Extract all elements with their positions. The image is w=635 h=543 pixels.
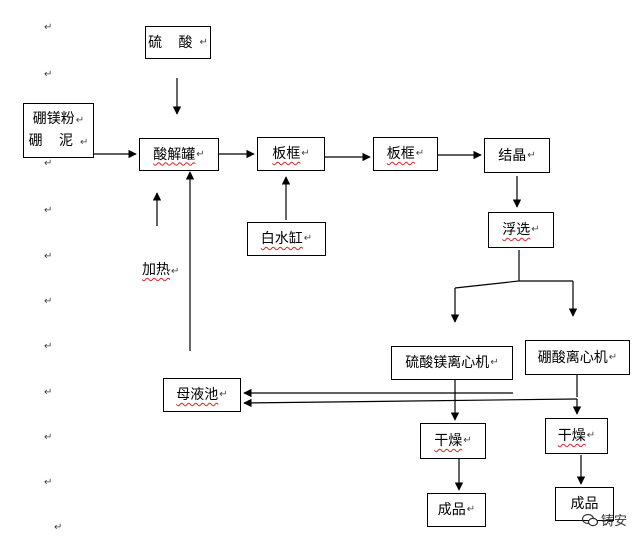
paragraph-mark: ↵ xyxy=(75,114,85,126)
filter-press-1-box: 板框↵ xyxy=(257,137,325,171)
boron-mud-label: 硼 泥 xyxy=(28,132,80,149)
heating-note: 加热↵ xyxy=(142,259,179,279)
mgso4-centrifuge-box: 硫酸镁离心机↵ xyxy=(391,346,513,380)
crystallization-box: 结晶↵ xyxy=(484,138,550,173)
connector-split-left xyxy=(454,250,520,289)
dryer-1-box: 干燥↵ xyxy=(420,423,486,459)
paragraph-mark: ↵ xyxy=(415,148,425,159)
paragraph-mark: ↵ xyxy=(44,158,53,169)
paragraph-mark: ↵ xyxy=(54,522,63,533)
product-2-label: 成品 xyxy=(570,496,599,512)
paragraph-mark: ↵ xyxy=(199,36,208,48)
paragraph-mark: ↵ xyxy=(490,357,499,368)
paragraph-mark: ↵ xyxy=(219,389,228,400)
acid-tank-label: 酸解罐 xyxy=(153,146,196,163)
boric-centrifuge-label: 硼酸离心机 xyxy=(537,349,608,366)
paragraph-mark: ↵ xyxy=(301,148,310,159)
paragraph-mark: ↵ xyxy=(171,266,180,277)
filter-press-1-label: 板框 xyxy=(272,146,301,162)
watermark-text: 铸安 xyxy=(600,514,627,529)
paragraph-mark: ↵ xyxy=(527,149,536,161)
mother-liquor-pool-label: 母液池 xyxy=(176,387,219,403)
sulfuric-acid-box: 硫 酸↵ xyxy=(145,26,211,59)
boric-centrifuge-box: 硼酸离心机↵ xyxy=(525,340,630,375)
product-1-label: 成品 xyxy=(437,502,466,518)
dryer-2-box: 干燥↵ xyxy=(545,418,608,454)
mgso4-centrifuge-label: 硫酸镁离心机 xyxy=(405,355,490,371)
paragraph-mark: ↵ xyxy=(196,148,205,160)
paragraph-mark: ↵ xyxy=(44,22,53,33)
flotation-label: 浮选 xyxy=(502,222,531,238)
wechat-icon xyxy=(581,513,598,526)
paragraph-mark: ↵ xyxy=(44,69,53,80)
paragraph-mark: ↵ xyxy=(44,296,53,307)
paragraph-mark: ↵ xyxy=(44,432,53,443)
watermark: 铸安 xyxy=(581,510,627,529)
paragraph-mark: ↵ xyxy=(44,341,53,352)
paragraph-mark: ↵ xyxy=(44,387,53,398)
dryer-1-label: 干燥 xyxy=(434,433,463,449)
white-water-tank-box: 白水缸↵ xyxy=(247,222,326,256)
filter-press-2-label: 板框 xyxy=(386,146,415,162)
dryer-2-label: 干燥 xyxy=(557,428,586,444)
paragraph-mark: ↵ xyxy=(44,205,53,216)
paragraph-mark: ↵ xyxy=(463,435,472,446)
paragraph-mark: ↵ xyxy=(80,136,89,148)
paragraph-mark: ↵ xyxy=(44,477,53,488)
arrow-boric-to-pool xyxy=(243,398,578,408)
sulfuric-acid-label: 硫 酸 xyxy=(148,34,199,51)
feed-materials-box: 硼镁粉↵ 硼 泥↵ xyxy=(23,103,94,158)
acid-hydrolysis-tank-box: 酸解罐↵ xyxy=(139,138,219,171)
heating-label: 加热 xyxy=(142,262,170,278)
paragraph-mark: ↵ xyxy=(531,224,540,235)
paragraph-mark: ↵ xyxy=(466,504,476,515)
flotation-box: 浮选↵ xyxy=(488,212,554,248)
filter-press-2-box: 板框↵ xyxy=(373,137,438,171)
paragraph-mark: ↵ xyxy=(303,233,313,244)
boron-mag-powder-label: 硼镁粉 xyxy=(32,110,75,127)
paragraph-mark: ↵ xyxy=(44,251,53,262)
product-1-box: 成品↵ xyxy=(427,493,486,527)
paragraph-mark: ↵ xyxy=(608,351,618,363)
paragraph-mark: ↵ xyxy=(586,430,596,441)
mother-liquor-pool-box: 母液池↵ xyxy=(163,378,241,412)
white-water-tank-label: 白水缸 xyxy=(260,231,303,247)
crystallization-label: 结晶 xyxy=(498,147,527,164)
